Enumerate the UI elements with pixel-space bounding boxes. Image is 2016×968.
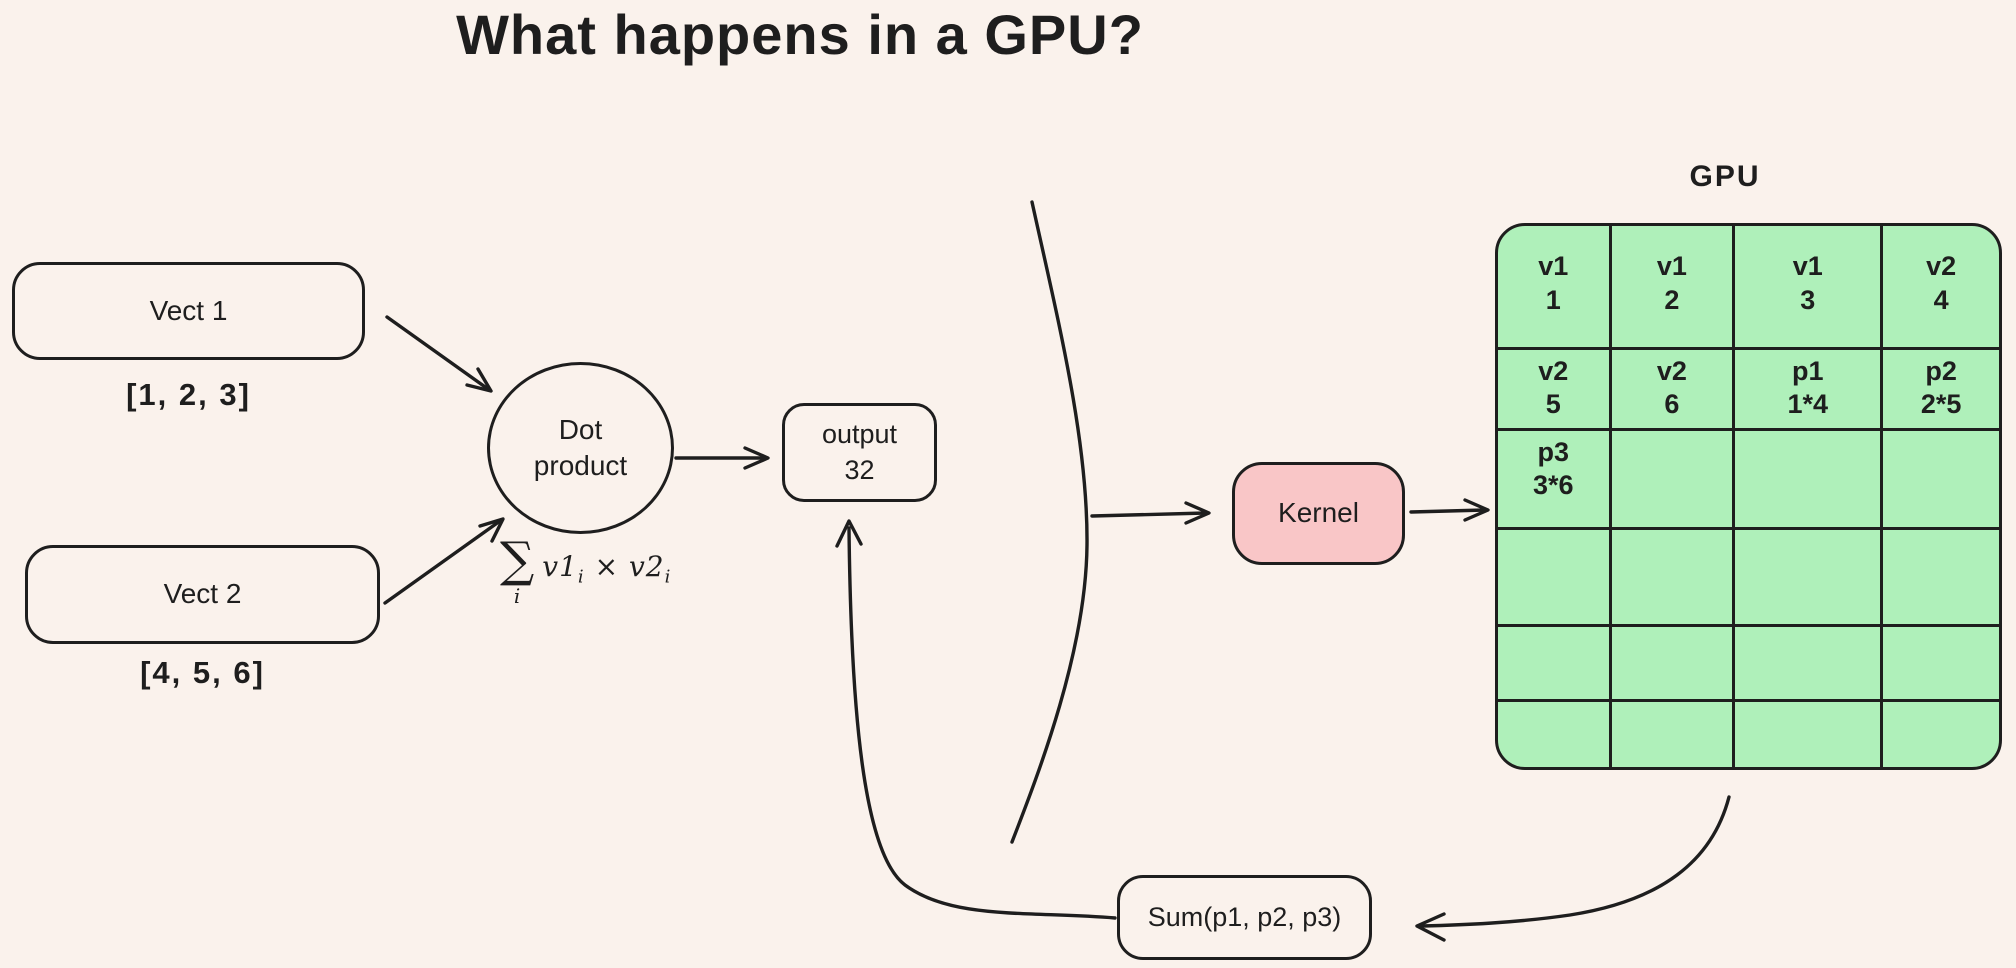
node-output: output 32 [782,403,937,502]
gpu-cell-r4c0 [1498,626,1612,702]
arrowhead-vect1-to-dot [465,367,493,393]
formula-expression: v1i × v2i [542,550,671,588]
gpu-cell-r5c1 [1612,701,1736,767]
arrow-vect2-to-dot [383,519,502,605]
arrow-vect1-to-dot [385,315,490,391]
gpu-cell-r5c3 [1883,702,1999,767]
formula-operator: × [594,550,620,583]
node-vect2: Vect 2 [25,545,380,644]
gpu-cell-r4c2 [1735,626,1884,702]
gpu-cell-r4c1 [1611,626,1736,702]
divider-curve [1010,200,1089,844]
vect2-value: [4, 5, 6] [140,655,265,690]
arrow-kernel-to-gpu [1409,508,1487,514]
sigma-symbol: ∑ [500,532,535,588]
gpu-cell-r4c3 [1883,627,1999,702]
gpu-cell-r3c1 [1611,529,1736,627]
arrowhead-divider-to-kernel [1184,501,1211,525]
formula-term2: v2 [628,550,665,583]
sigma-index: i [513,584,521,608]
sum-label: Sum(p1, p2, p3) [1147,901,1342,932]
dot-product-formula: ∑ i v1i × v2i [500,536,671,606]
output-label: output [821,419,898,450]
gpu-cell-r3c0 [1498,529,1612,627]
formula-term1: v1 [542,550,578,583]
sigma-block: ∑ i [500,536,534,606]
kernel-label: Kernel [1278,497,1359,529]
output-value: 32 [844,454,875,485]
arrow-divider-to-kernel [1090,511,1208,518]
node-dot-product: Dot product [487,362,674,534]
gpu-label: GPU [1689,160,1761,193]
node-sum: Sum(p1, p2, p3) [1117,875,1372,960]
gpu-cell-r2c1 [1611,430,1736,530]
gpu-cell-r3c3 [1883,530,1999,627]
arrowhead-gpu-to-sum [1415,912,1446,942]
gpu-cell-r3c2 [1735,529,1884,627]
gpu-cell-r5c2 [1735,701,1884,767]
dot-product-line2: product [533,450,628,481]
vect2-label: Vect 2 [163,578,242,610]
gpu-cell-r2c3 [1883,431,1999,530]
arrow-gpu-to-sum [1420,795,1731,928]
arrowhead-kernel-to-gpu [1463,498,1490,522]
node-vect1: Vect 1 [12,262,365,360]
arrowhead-sum-to-output [835,519,863,548]
vect1-value: [1, 2, 3] [126,377,251,412]
formula-sub2: i [664,566,672,588]
page-title: What happens in a GPU? [456,3,1144,66]
vect1-label: Vect 1 [149,294,228,326]
formula-sub1: i [577,566,585,588]
dot-product-line1: Dot [558,413,603,445]
gpu-cell-r5c0 [1498,701,1612,767]
node-kernel: Kernel [1232,462,1405,565]
gpu-cell-r2c2 [1735,430,1884,530]
arrowhead-dot-to-output [743,446,770,470]
arrow-sum-to-output [847,526,1117,920]
